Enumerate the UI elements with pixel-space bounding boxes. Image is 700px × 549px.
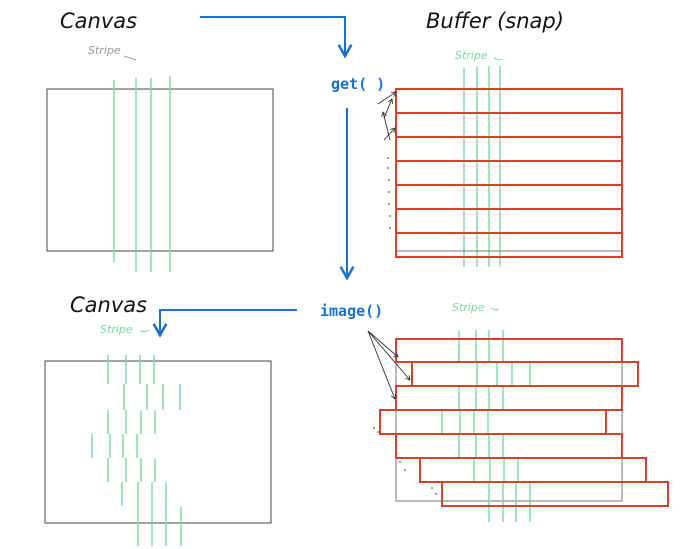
buffer-bottom-frame [395, 338, 623, 502]
canvas-bottom-stripes [91, 355, 182, 546]
buffer-bottom-stripes [441, 330, 531, 522]
buffer-bottom-slice-7 [441, 481, 669, 507]
canvas-top-title: Canvas [60, 9, 137, 33]
image-pointer-3 [367, 330, 397, 400]
get-pointer-1 [377, 91, 397, 105]
flow-arrow-canvas-to-get [200, 16, 353, 59]
buffer-bottom-slice-3 [395, 385, 623, 411]
image-call-label: image() [320, 302, 383, 320]
image-pointer-dots [373, 427, 437, 495]
buffer-top-stripe-pointer [493, 57, 503, 61]
buffer-top-slice-3 [395, 136, 623, 162]
buffer-top-slice-6 [395, 208, 623, 234]
buffer-title: Buffer (snap) [426, 9, 564, 33]
buffer-top-slice-7 [395, 232, 623, 258]
get-pointer-3 [381, 111, 391, 141]
buffer-top-slice-1 [395, 88, 623, 114]
buffer-bottom-slice-5 [395, 433, 623, 459]
get-pointer-4 [383, 127, 396, 141]
flow-arrow-image-to-canvas [152, 309, 297, 338]
canvas-top-stripe-pointer [123, 55, 137, 61]
canvas-bottom-box [44, 360, 272, 524]
canvas-top-stripes [113, 76, 171, 272]
canvas-top-box [46, 88, 274, 252]
image-slice-pointers [367, 330, 411, 400]
buffer-top-stripes [463, 66, 501, 267]
get-slice-pointers [377, 91, 397, 141]
buffer-top-slice-5 [395, 184, 623, 210]
canvas-bottom-title: Canvas [70, 293, 147, 317]
canvas-bottom-stripe-label: Stripe [100, 323, 133, 336]
canvas-top-stripe-label: Stripe [88, 44, 121, 57]
buffer-top-slice-4 [395, 160, 623, 186]
buffer-bottom-slices [379, 338, 669, 507]
get-pointer-2 [383, 98, 394, 119]
image-pointer-2 [367, 330, 411, 381]
buffer-top-stripe-label: Stripe [455, 49, 488, 62]
buffer-bottom-slice-1 [395, 338, 623, 363]
buffer-bottom-slice-4 [379, 409, 607, 435]
get-call-label: get( ) [331, 75, 385, 93]
canvas-bottom-stripe-pointer [139, 329, 150, 333]
buffer-top-slices [395, 88, 623, 258]
buffer-bottom-stripe-pointer [490, 307, 500, 311]
get-pointer-dots [387, 157, 391, 229]
image-pointer-1 [367, 330, 399, 358]
buffer-top-slice-2 [395, 112, 623, 138]
buffer-bottom-stripe-label: Stripe [452, 301, 485, 314]
buffer-bottom-slice-2 [411, 361, 639, 387]
buffer-bottom-slice-6 [419, 457, 647, 483]
